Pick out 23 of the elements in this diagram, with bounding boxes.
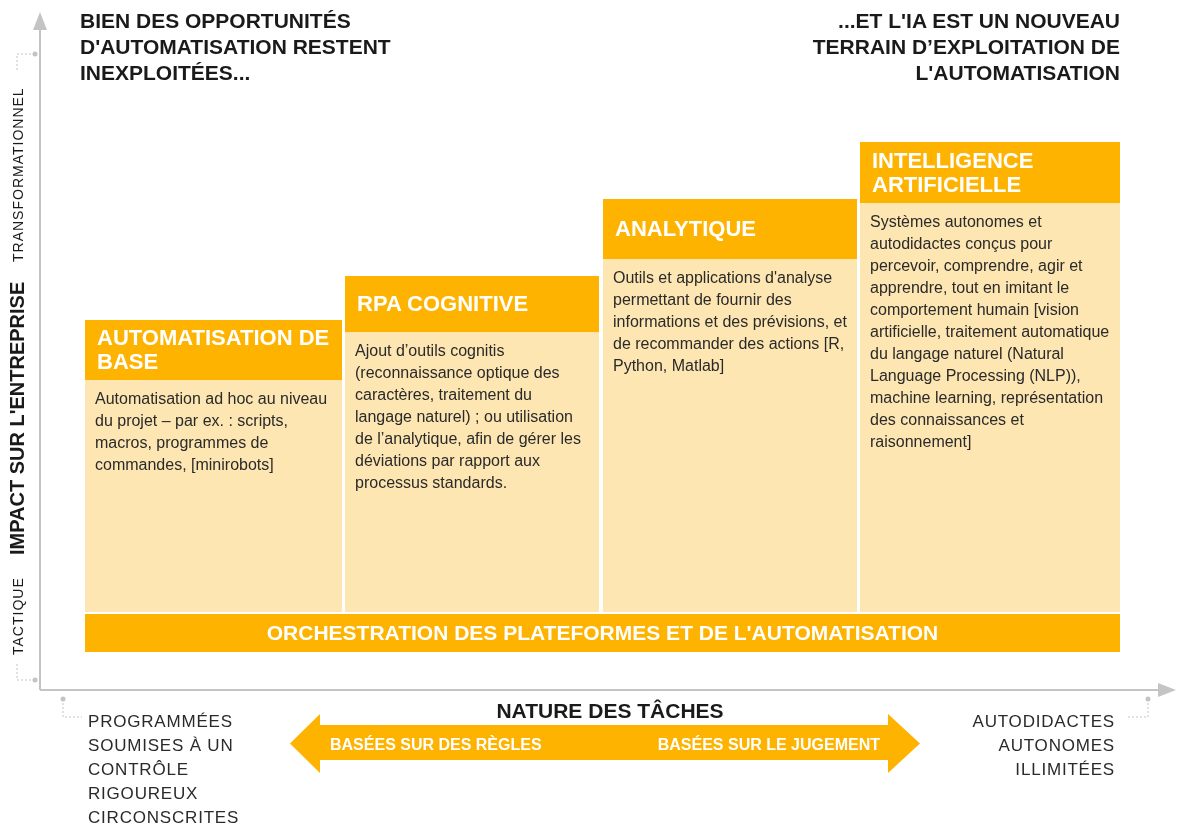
column-description: Automatisation ad hoc au niveau du projet – par ex. : scripts, macros, programmes de commandes, [minirobots] <box>94 389 329 475</box>
axis-label: TACTIQUE <box>10 577 26 655</box>
column-heading: RPA COGNITIVE <box>345 276 599 332</box>
column-description: Systèmes autonomes et autodidactes conçus pour percevoir, comprendre, agir et apprendre, tout en imitant le comportement humain [vision artificielle, traitement automatique du langage naturel (Natural Language Processing (NLP)), machine learning, représentation des connaissances et raisonnement] <box>869 212 1111 452</box>
column-heading: ANALYTIQUE <box>603 199 857 259</box>
axis-title: NATURE DES TÂCHES <box>495 698 725 724</box>
column-description: Ajout d’outils cognitis (reconnaissance optique des caractères, traitement du langage naturel) ; ou utilisation de l’analytique, afin de gérer les déviations par rapport aux processus standards. <box>354 341 582 493</box>
axis-label: TRANSFORMATIONNEL <box>10 87 26 262</box>
category-column <box>85 320 342 612</box>
column-heading: INTELLIGENCE ARTIFICIELLE <box>860 142 1120 203</box>
axis-end-label: PROGRAMMÉES SOUMISES À UN CONTRÔLE RIGOUREUX CIRCONSCRITES <box>88 711 241 827</box>
column-description: Outils et applications d'analyse permettant de fournir des informations et des prévisions, et de recommander des actions [R, Python, Matlab] <box>612 268 848 376</box>
category-column <box>345 276 599 612</box>
axis-label: IMPACT SUR L'ENTREPRISE <box>6 281 29 555</box>
heading: ...ET L'IA EST UN NOUVEAU TERRAIN D’EXPLOITATION DE L'AUTOMATISATION <box>811 8 1120 86</box>
heading: BIEN DES OPPORTUNITÉS D'AUTOMATISATION RESTENT INEXPLOITÉES... <box>80 8 392 86</box>
orchestration-bar: ORCHESTRATION DES PLATEFORMES ET DE L'AUTOMATISATION <box>85 614 1120 652</box>
category-column <box>860 142 1120 612</box>
category-column <box>603 199 857 612</box>
column-heading: AUTOMATISATION DE BASE <box>85 320 342 380</box>
arrow-label: BASÉES SUR DES RÈGLES <box>330 736 542 754</box>
axis-end-label: AUTODIDACTES AUTONOMES ILLIMITÉES <box>971 711 1115 781</box>
arrow-label: BASÉES SUR LE JUGEMENT <box>657 736 880 754</box>
